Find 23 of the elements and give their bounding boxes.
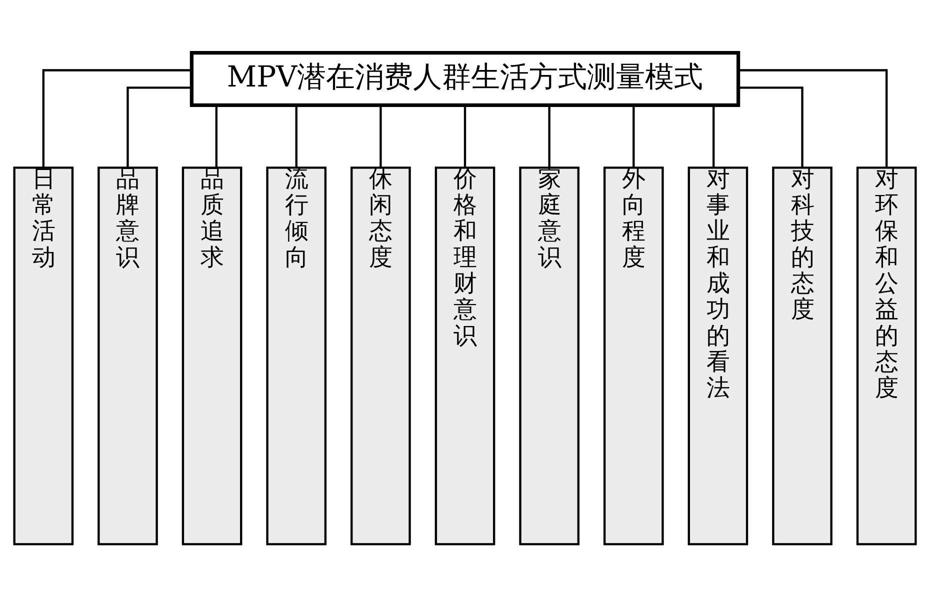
node-box: MPV潜在消费人群生活方式测量模式: [190, 50, 740, 106]
node-box: 日常活动: [13, 166, 74, 545]
node-box: 对事业和成功的看法: [688, 166, 748, 545]
node-box: 对科技的态度: [772, 166, 832, 545]
connector: [295, 105, 298, 167]
node-box: 品牌意识: [98, 166, 158, 545]
connector: [380, 105, 382, 167]
node-box: 家庭意识: [519, 166, 580, 545]
connector: [632, 105, 635, 167]
connector: [126, 86, 192, 167]
node-box: 休闲态度: [350, 166, 411, 545]
node-box: 外向程度: [603, 166, 664, 545]
connector: [42, 68, 192, 167]
node-box: 流行倾向: [266, 166, 327, 545]
connector: [712, 105, 715, 167]
connector: [548, 105, 550, 167]
connector: [215, 105, 218, 167]
node-box: 价格和理财意识: [434, 166, 496, 545]
connector: [738, 68, 888, 167]
connector: [738, 86, 804, 167]
node-box: 对环保和公益的态度: [856, 166, 917, 545]
node-box: 品质追求: [182, 166, 242, 545]
connector: [464, 105, 466, 167]
